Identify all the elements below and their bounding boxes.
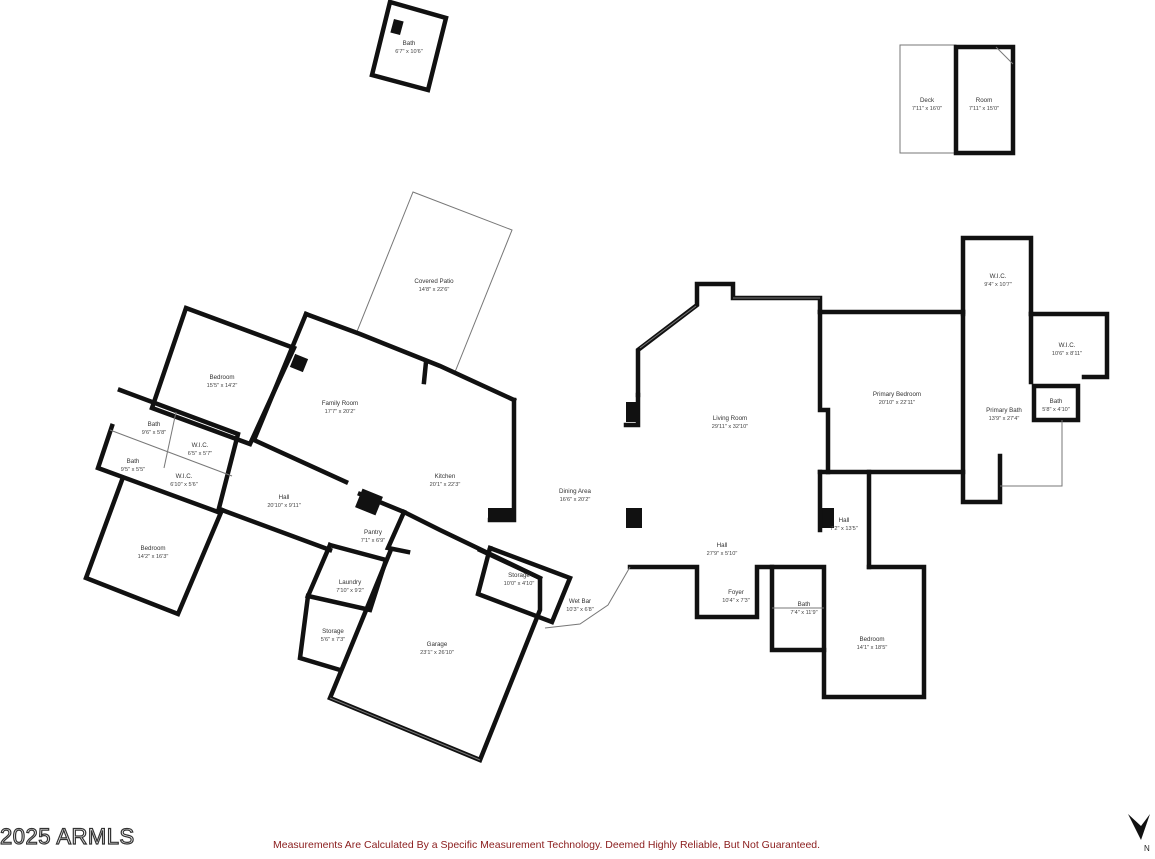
room-name: Bath [127,458,140,465]
room-dims: 10'0" x 4'10" [504,581,535,587]
room-dims: 29'11" x 32'10" [712,424,749,430]
room-name: Bedroom [140,545,165,552]
room-name: Hall [839,517,850,524]
deck-room-structure [899,44,1016,156]
room-dims: 14'1" x 18'5" [857,645,888,651]
room-name: Bath [1050,398,1063,405]
room-dims: 10'4" x 7'3" [722,598,750,604]
room-dims: 7'1" x 6'9" [361,538,385,544]
room-name: Storage [508,572,530,579]
room-dims: 7'2" x 13'5" [830,526,858,532]
room-dims: 14'2" x 16'3" [138,554,169,560]
room-name: Bath [148,421,161,428]
room-name: Foyer [728,589,744,596]
room-dims: 7'11" x 15'0" [969,106,999,112]
room-name: W.I.C. [176,473,193,480]
room-dims: 7'10" x 9'2" [336,588,364,594]
room-name: W.I.C. [990,273,1007,280]
room-name: Primary Bedroom [873,391,921,398]
room-name: Wet Bar [569,598,591,605]
room-name: Covered Patio [414,278,454,285]
room-name: Primary Bath [986,407,1022,414]
room-name: Living Room [713,415,747,422]
room-name: Garage [427,641,448,648]
north-label: N [1144,844,1150,853]
room-name: Pantry [364,529,383,536]
room-dims: 5'8" x 4'10" [1042,407,1070,413]
room-name: Bedroom [209,374,234,381]
room-name: Laundry [339,579,362,586]
room-dims: 5'6" x 7'3" [321,637,345,643]
room-dims: 20'1" x 22'3" [430,482,461,488]
room-name: Storage [322,628,344,635]
room-name: Family Room [322,400,358,407]
room-name: Room [976,97,993,104]
room-dims: 6'5" x 5'7" [188,451,212,457]
room-dims: 7'11" x 16'0" [912,106,942,112]
room-dims: 20'10" x 9'11" [267,503,300,509]
room-name: Hall [717,542,728,549]
north-arrow-icon [1128,814,1150,840]
room-name: W.I.C. [192,442,209,449]
room-dims: 9'6" x 5'8" [142,430,166,436]
measurement-disclaimer: Measurements Are Calculated By a Specifi… [273,839,821,851]
room-dims: 6'10" x 5'6" [170,482,198,488]
room-dims: 10'6" x 8'11" [1052,351,1082,357]
room-dims: 23'1" x 26'10" [420,650,454,656]
room-name: Dining Area [559,488,592,495]
copyright-watermark: 2025 ARMLS [0,823,135,849]
room-dims: 6'7" x 10'6" [395,49,423,55]
room-name: Bedroom [859,636,884,643]
room-dims: 27'9" x 5'10" [707,551,738,557]
room-dims: 9'4" x 10'7" [984,282,1012,288]
room-dims: 9'5" x 5'5" [121,467,145,473]
detached-bath-structure [369,0,449,93]
room-dims: 20'10" x 22'11" [879,400,916,406]
room-name: Deck [920,97,935,104]
room-dims: 17'7" x 20'2" [325,409,356,415]
room-dims: 14'8" x 22'6" [419,287,450,293]
room-name: Bath [403,40,416,47]
room-name: Hall [279,494,290,501]
living-room-structure [487,281,927,700]
room-labels: Bath 6'7" x 10'6" Deck 7'11" x 16'0" Roo… [121,40,1082,656]
room-dims: 7'4" x 11'9" [790,610,817,616]
room-dims: 16'6" x 20'2" [560,497,591,503]
room-dims: 15'5" x 14'2" [207,383,238,389]
room-name: W.I.C. [1059,342,1076,349]
room-dims: 13'9" x 27'4" [989,416,1020,422]
west-wing-structure [83,305,573,763]
room-name: Bath [798,601,811,608]
room-dims: 10'3" x 6'8" [566,607,594,613]
room-name: Kitchen [435,473,456,480]
primary-suite-structure [817,235,1110,505]
